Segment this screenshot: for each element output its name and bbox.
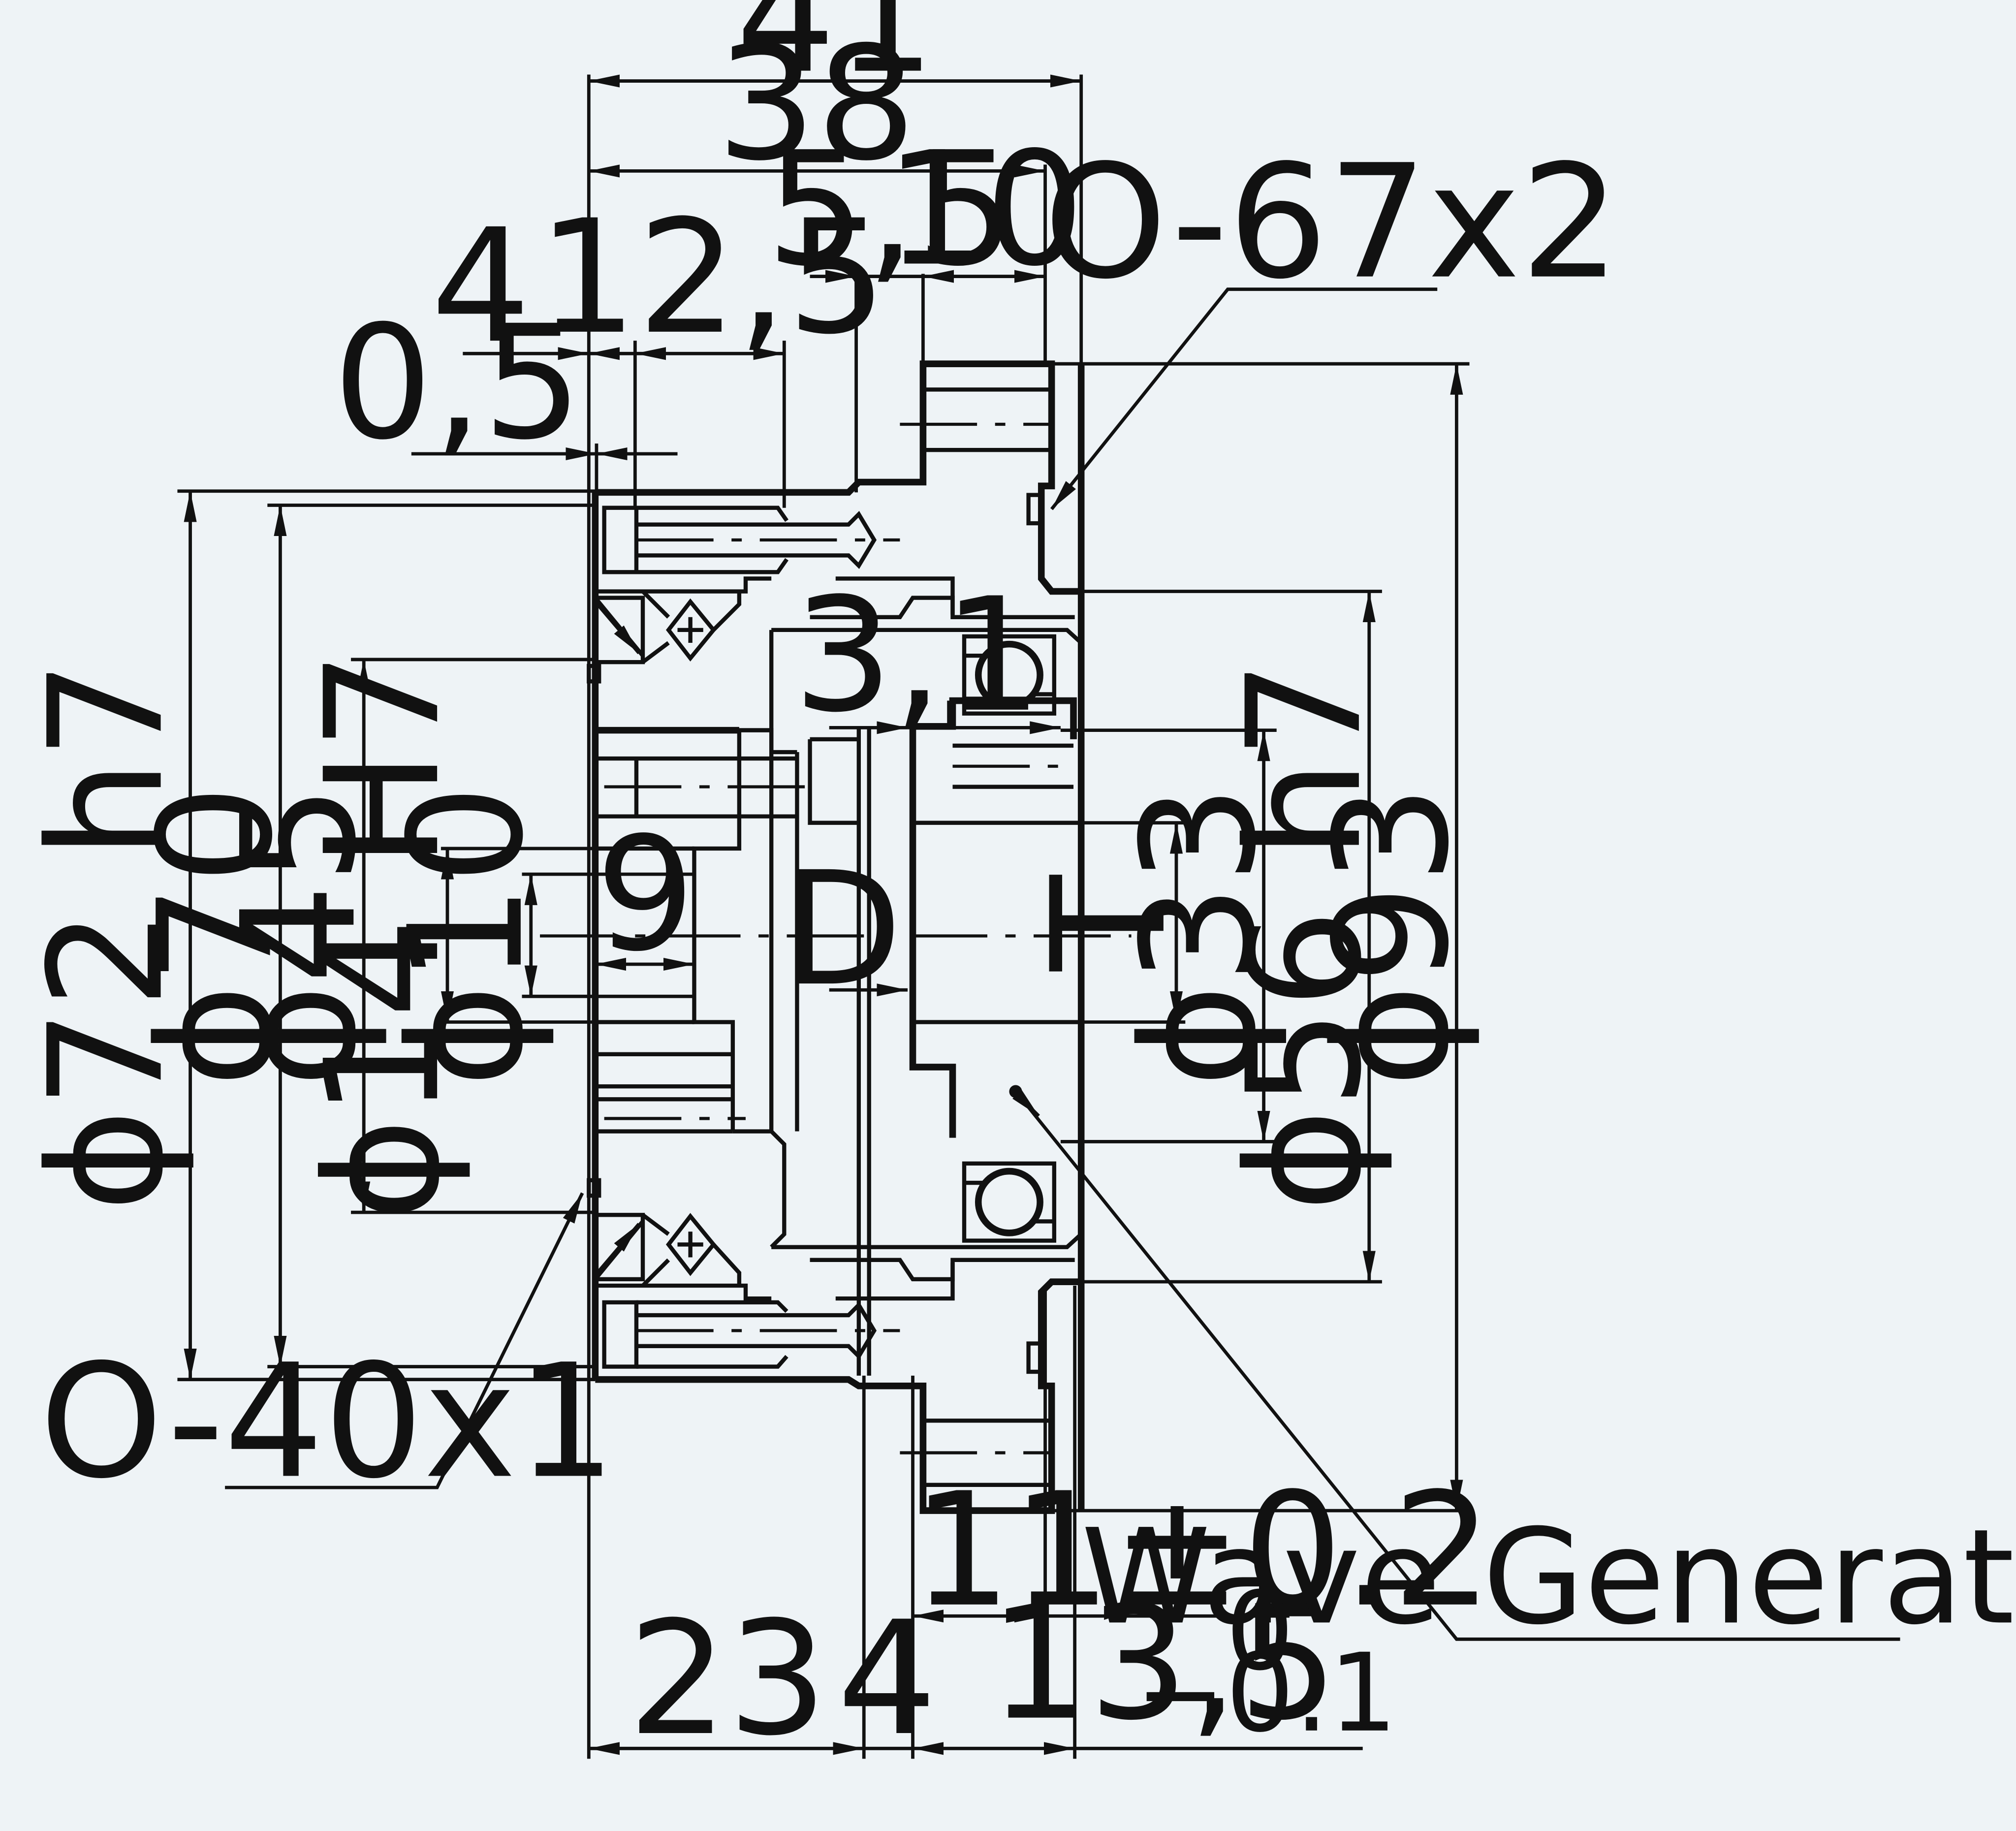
label-oring-bottom: O-40x1 xyxy=(39,1331,616,1514)
label-oring-top: O-67x2 xyxy=(1043,131,1620,314)
ball-bearing-top xyxy=(962,634,1057,716)
callout-text: O-67x2 O-40x1 Wave Generator-A xyxy=(39,131,2016,1654)
label-41: 41 xyxy=(736,0,935,108)
label-13-5-lower-tolerance: −0.1 xyxy=(1135,1630,1397,1756)
cross-roller-bearing-bottom xyxy=(594,1213,772,1301)
label-phi72: ϕ72 h7 xyxy=(16,660,198,1212)
label-9: 9 xyxy=(596,804,695,986)
dimension-text: 41 38 5,5 10 4 12,5 0,5 3,1 9 23 4 11±0.… xyxy=(333,0,1492,1770)
leader-oring-top xyxy=(1050,287,1438,510)
leader-wave-generator xyxy=(1020,1098,1900,1641)
label-phi45: ϕ45 xyxy=(208,785,391,1088)
label-13-5-upper-tolerance: 0 xyxy=(1226,1568,1294,1694)
label-12-5: 12,5 xyxy=(537,187,887,369)
label-phi10: ϕ10 xyxy=(376,785,558,1088)
leader-oring-bottom xyxy=(225,1192,584,1489)
centerlines xyxy=(540,422,1132,1454)
part-outline xyxy=(587,360,1085,1514)
diameter-text: ϕ72 h7 ϕ70 ϕ45 ϕ14 H7 ϕ10 T ϕ33 ϕ56 h7 ϕ… xyxy=(16,651,1484,1221)
label-wave-generator: Wave Generator-A xyxy=(1081,1501,2016,1653)
label-phi70: ϕ70 xyxy=(125,785,308,1088)
label-4-top: 4 xyxy=(431,195,531,378)
label-10: 10 xyxy=(885,118,1084,301)
label-phi56: ϕ56 h7 xyxy=(1214,660,1396,1212)
label-23: 23 xyxy=(628,1588,827,1770)
cross-roller-bearing-top xyxy=(594,576,772,664)
label-phi33: ϕ33 xyxy=(1108,785,1291,1088)
ball-bearing-bottom xyxy=(962,1161,1057,1243)
label-38: 38 xyxy=(717,13,916,195)
label-3-1: 3,1 xyxy=(793,565,1043,747)
label-4-bottom: 4 xyxy=(837,1588,937,1770)
label-13-5: 13,5 xyxy=(989,1573,1338,1755)
label-phi14: ϕ14 H7 xyxy=(292,651,474,1221)
label-phi93: ϕ93 xyxy=(1301,785,1484,1088)
label-t: T xyxy=(1018,873,1201,974)
label-0-5: 0,5 xyxy=(333,292,582,474)
dimension-lines xyxy=(184,74,1463,1755)
label-d: D xyxy=(782,838,902,1021)
label-5-5: 5,5 xyxy=(766,118,1016,301)
leader-dot-wave-generator xyxy=(1009,1085,1022,1098)
leaders xyxy=(225,287,1900,1641)
label-11-tolerance: 11±0.2 xyxy=(912,1459,1492,1642)
